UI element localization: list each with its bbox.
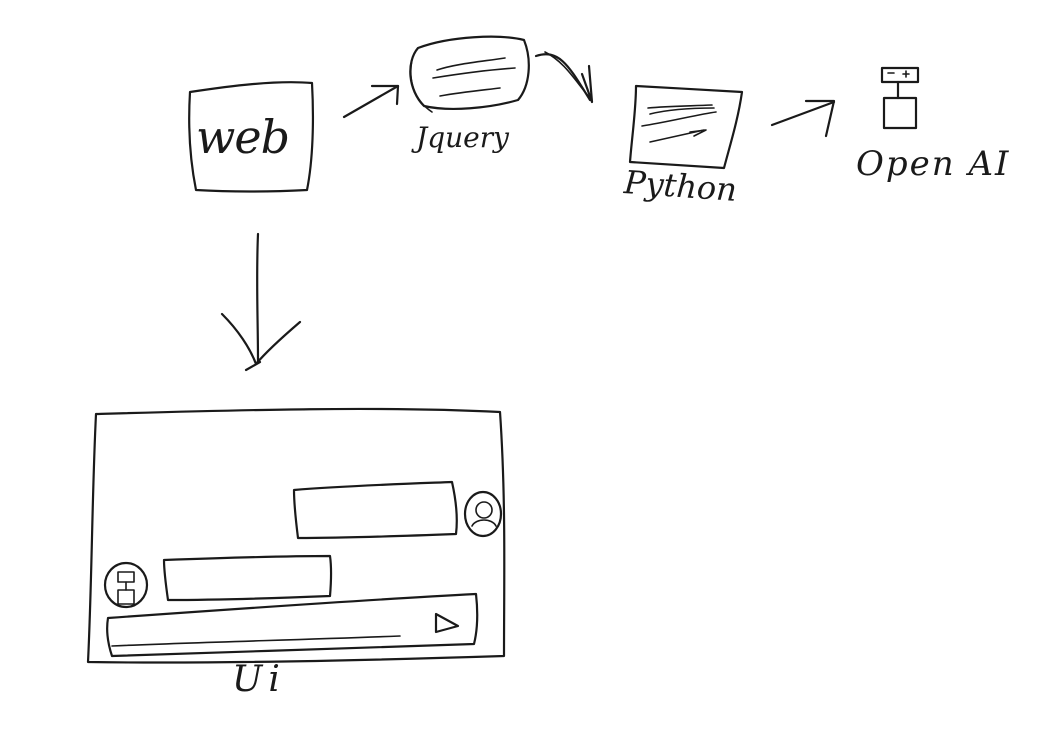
python-label: Python (622, 163, 739, 209)
openai-robot-icon (880, 66, 920, 130)
arrow-web-to-ui (220, 232, 302, 372)
user-avatar-icon (463, 490, 503, 538)
message-input (106, 592, 479, 658)
arrow-python-to-openai (770, 99, 836, 138)
user-message-bubble (292, 480, 458, 540)
arrow-web-to-jquery (342, 84, 400, 119)
web-node (188, 81, 315, 193)
ui-mockup-frame (86, 407, 506, 664)
ui-label: Ui (232, 659, 286, 700)
arrow-jquery-to-python (534, 51, 594, 104)
bot-message-bubble (162, 554, 333, 602)
jquery-label: Jquery (416, 121, 509, 154)
python-node (628, 84, 744, 170)
web-label: web (196, 110, 290, 164)
bot-avatar-icon (103, 561, 149, 609)
send-icon (434, 612, 460, 634)
jquery-node (409, 35, 530, 113)
openai-label: Open AI (856, 144, 1011, 184)
